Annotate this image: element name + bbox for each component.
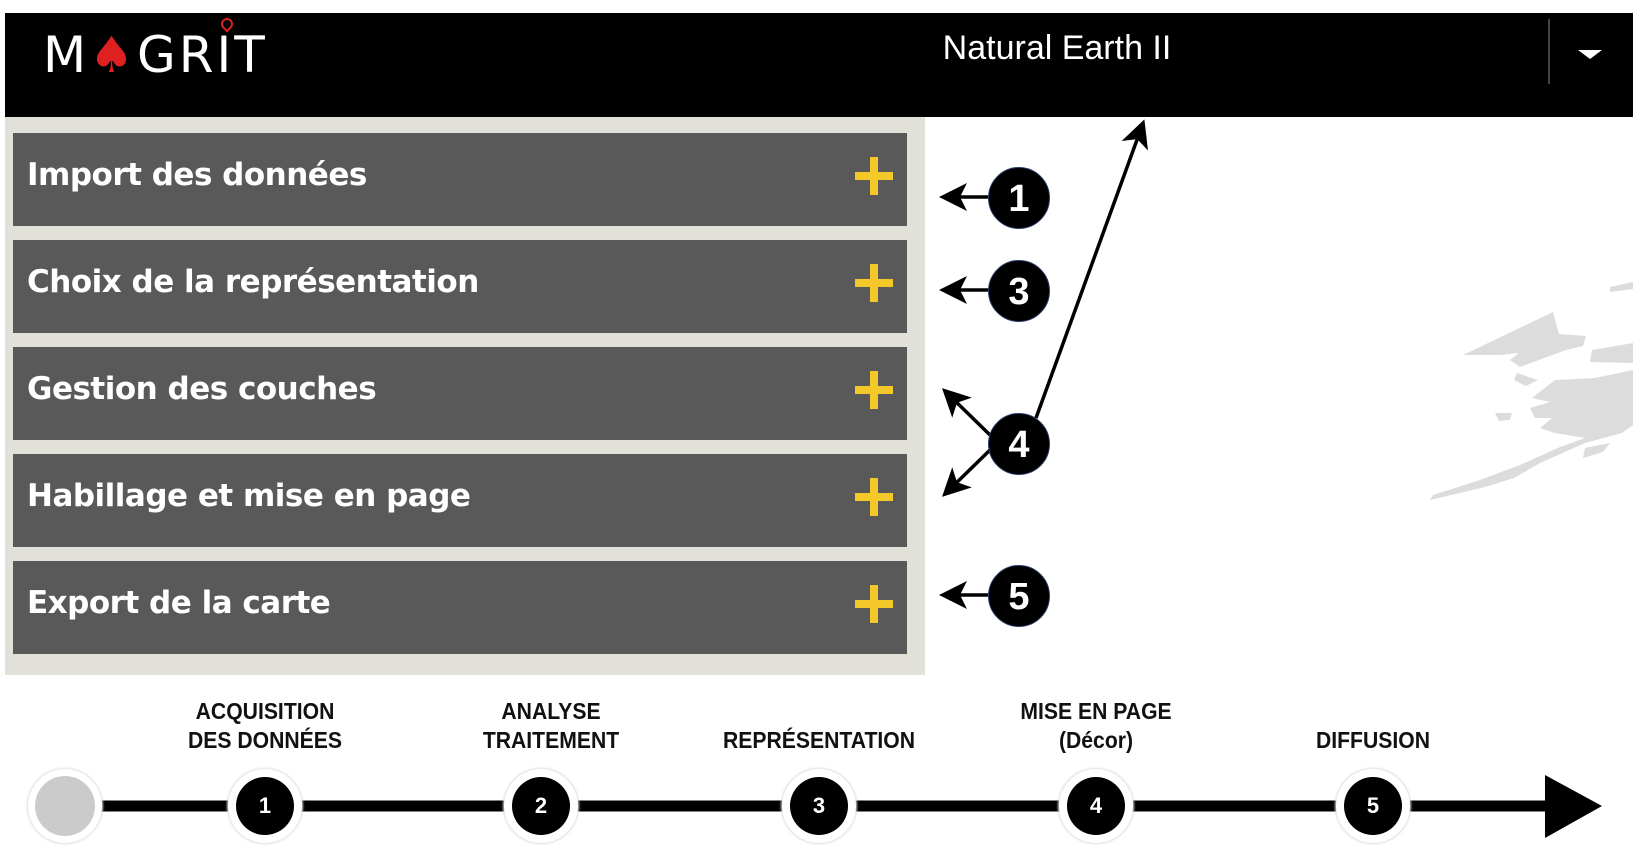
menu-item-label: Export de la carte (27, 585, 331, 621)
menu-item-label: Gestion des couches (27, 371, 377, 407)
callout-4: 4 (988, 413, 1050, 475)
step-4: 4 (1067, 777, 1125, 835)
menu-item-label: Import des données (27, 157, 367, 193)
callout-1: 1 (988, 167, 1050, 229)
step-label-4: MISE EN PAGE(Décor) (1020, 698, 1172, 753)
menu-item-label: Choix de la représentation (27, 264, 479, 300)
plus-icon (855, 585, 893, 623)
divider (1548, 19, 1550, 84)
callout-5: 5 (988, 565, 1050, 627)
step-2: 2 (512, 777, 570, 835)
step-1: 1 (236, 777, 294, 835)
step-label-5: DIFFUSION (1315, 727, 1431, 753)
menu-item-import[interactable]: Import des données (13, 133, 907, 226)
basemap-dropdown-button[interactable] (1570, 40, 1610, 70)
map-land-shapes (1430, 282, 1633, 500)
timeline-start-dot (35, 776, 95, 836)
plus-icon (855, 371, 893, 409)
arrow-4a (941, 388, 992, 437)
chevron-down-icon (1578, 50, 1602, 59)
plus-icon (855, 264, 893, 302)
plus-icon (855, 478, 893, 516)
callout-3: 3 (988, 260, 1050, 322)
step-label-3: REPRÉSENTATION (722, 727, 916, 753)
menu-item-export[interactable]: Export de la carte (13, 561, 907, 654)
arrow-4c (1034, 119, 1148, 419)
timeline-arrowhead (1545, 775, 1602, 838)
menu-item-label: Habillage et mise en page (27, 478, 471, 514)
magrit-logo: M♠GRIT (43, 15, 268, 90)
top-bar (5, 13, 1633, 117)
arrow-4b (941, 448, 992, 497)
plus-icon (855, 157, 893, 195)
basemap-title[interactable]: Natural Earth II (942, 29, 1172, 67)
step-3: 3 (790, 777, 848, 835)
step-5: 5 (1344, 777, 1402, 835)
menu-item-layout[interactable]: Habillage et mise en page (13, 454, 907, 547)
menu-item-layers[interactable]: Gestion des couches (13, 347, 907, 440)
menu-item-representation[interactable]: Choix de la représentation (13, 240, 907, 333)
